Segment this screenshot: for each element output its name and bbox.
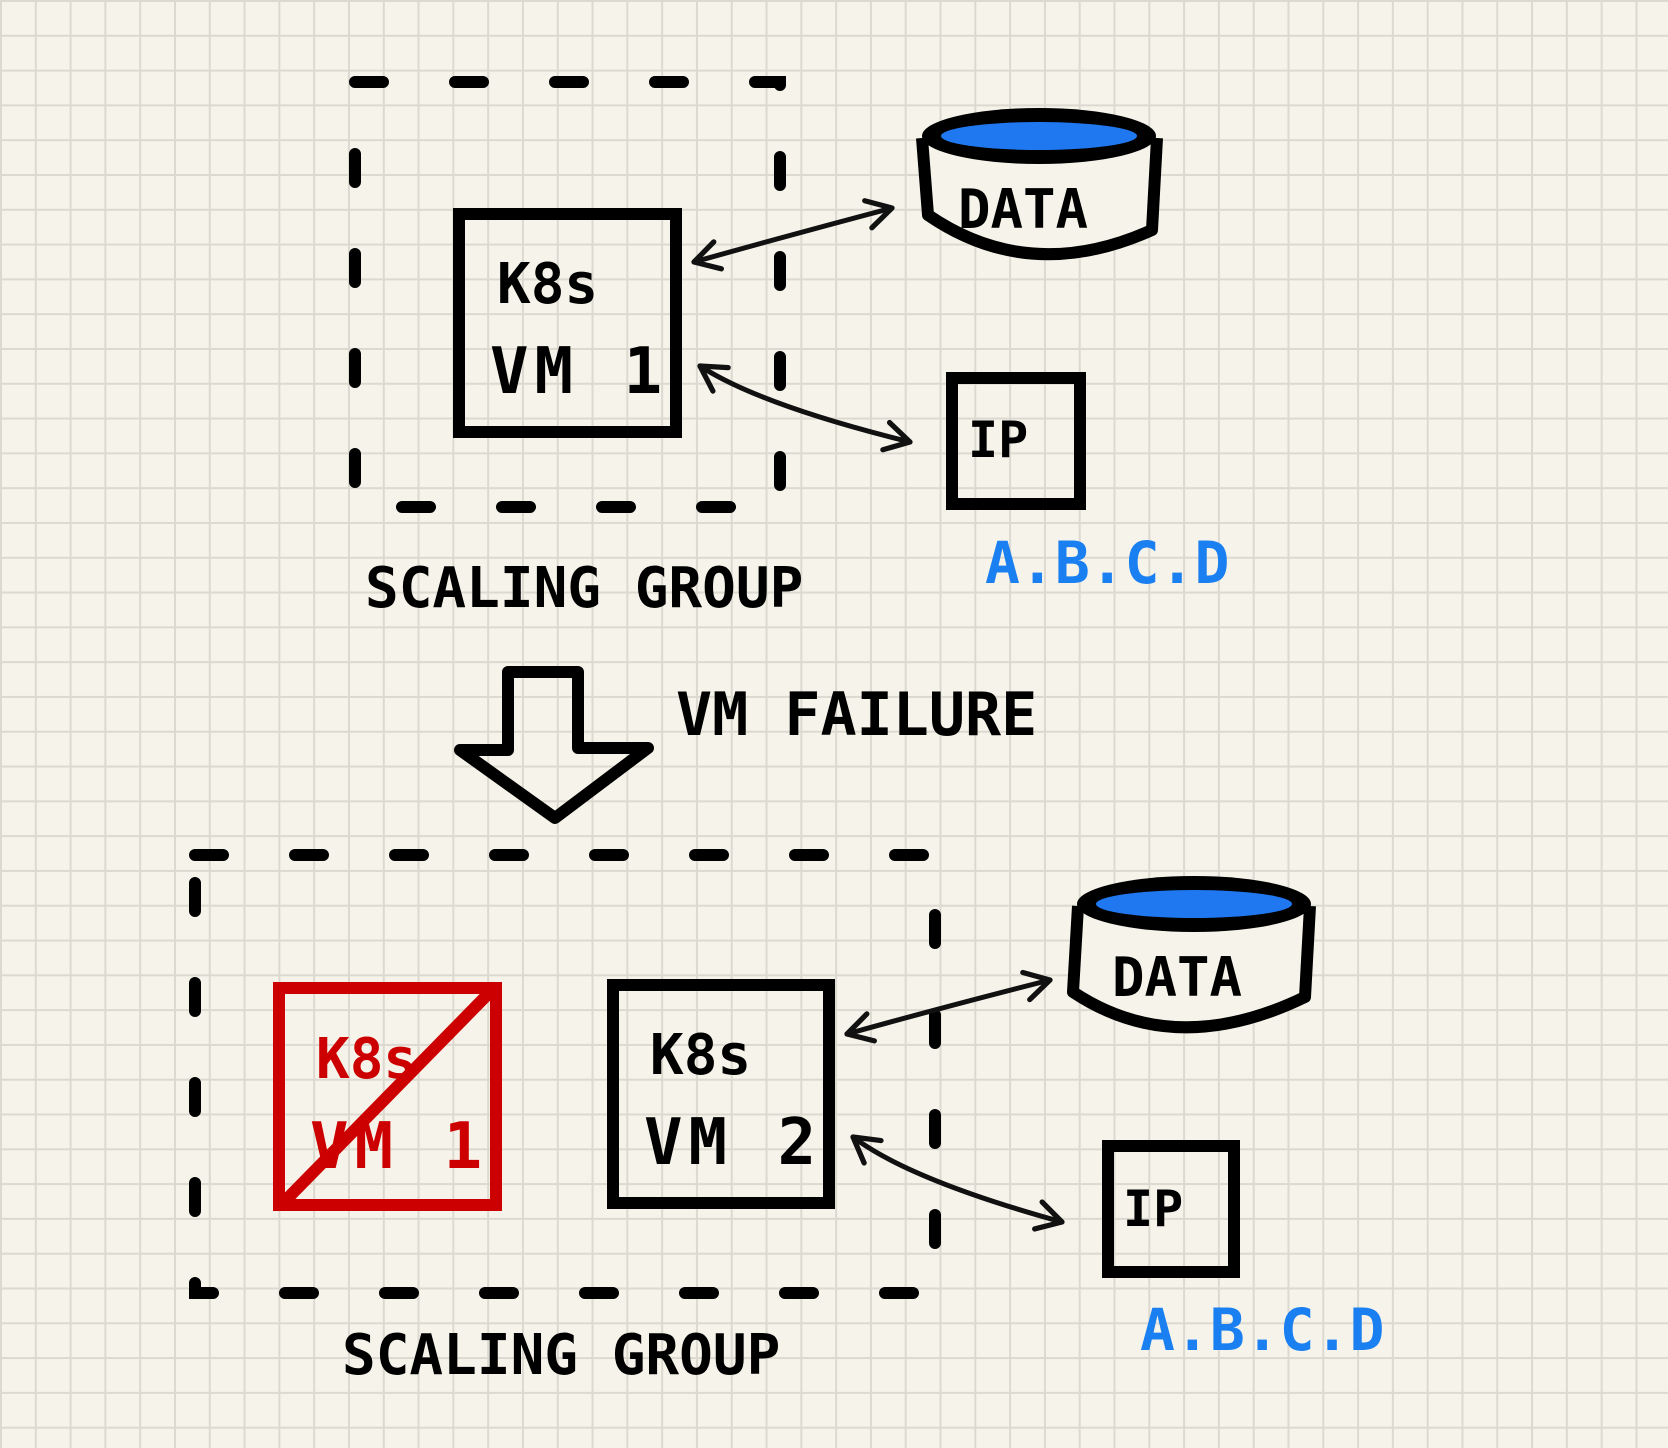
scaling-group-label: SCALING GROUP	[342, 1323, 780, 1388]
vm-line2: VM 1	[490, 335, 668, 409]
vm-line1: K8s	[650, 1023, 751, 1088]
k8s-vm-2-node: K8s VM 2	[607, 979, 835, 1209]
data-label: DATA	[1112, 946, 1242, 1009]
vm-data-link	[844, 969, 1053, 1044]
disk-body	[1067, 905, 1316, 1034]
strike-through-line	[277, 984, 498, 1209]
before-state: K8s VM 1 DATA IP A.B.C.D SCALING GROUP	[349, 76, 1229, 621]
disk-top	[1096, 890, 1292, 918]
transition-label: VM FAILURE	[676, 680, 1037, 750]
failed-k8s-vm-1-node: K8s VM 1	[273, 982, 502, 1211]
data-label: DATA	[958, 178, 1088, 241]
after-state: K8s VM 1 K8s VM 2 DATA IP A.B.C.D SCALIN…	[189, 849, 1384, 1388]
ip-box	[946, 372, 1086, 510]
ip-label: IP	[968, 411, 1028, 469]
ip-node: IP A.B.C.D	[946, 372, 1229, 597]
disk-top	[941, 122, 1137, 150]
vm-box	[607, 979, 835, 1209]
ip-address: A.B.C.D	[1140, 1296, 1384, 1364]
data-disk: DATA	[916, 108, 1163, 261]
vm-line2: VM 2	[644, 1106, 822, 1180]
k8s-vm-1-node: K8s VM 1	[453, 208, 682, 438]
vm-ip-link	[850, 1134, 1065, 1232]
ip-box	[1102, 1140, 1240, 1278]
vm-line1: K8s	[497, 252, 598, 317]
vm-data-link	[691, 198, 895, 272]
down-arrow-icon	[454, 666, 654, 824]
ip-address: A.B.C.D	[985, 529, 1229, 597]
ip-label: IP	[1123, 1180, 1183, 1238]
ip-node: IP A.B.C.D	[1102, 1140, 1384, 1364]
failed-vm-box	[273, 982, 502, 1211]
scaling-group-boundary	[349, 76, 786, 513]
transition: VM FAILURE	[454, 666, 1037, 824]
vm-ip-link	[697, 363, 913, 453]
vm-box	[453, 208, 682, 438]
data-disk: DATA	[1067, 876, 1316, 1034]
scaling-group-label: SCALING GROUP	[365, 556, 803, 621]
disk-body	[916, 137, 1163, 261]
